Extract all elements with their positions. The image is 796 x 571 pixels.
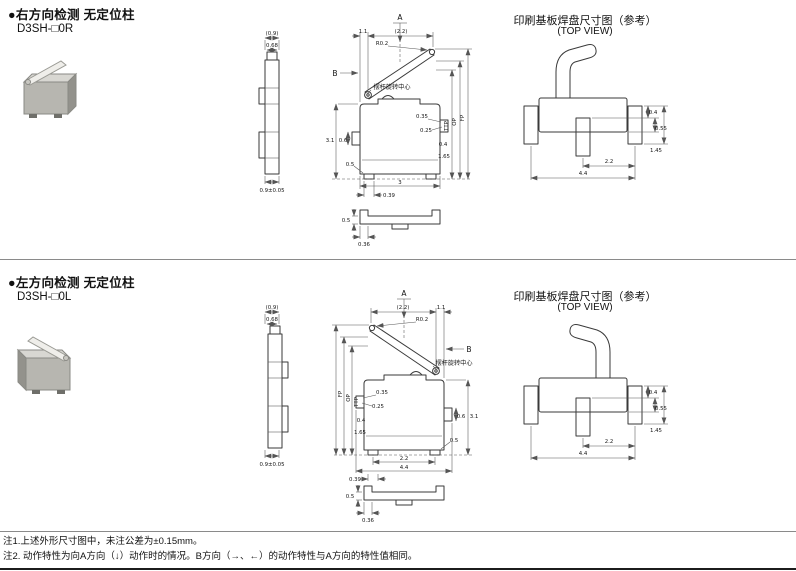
pad-layout-subtitle: (TOP VIEW) — [557, 26, 613, 37]
dim-op: OP — [452, 118, 458, 126]
front-view-drawing: A B 1.1 (2.2) R0.2 摆杆旋转中心 TTP OP FP 0.35… — [326, 13, 472, 248]
dim-pad-step: 0.55 — [655, 126, 667, 132]
dim-pad-span: 4.4 — [579, 451, 588, 457]
dim-fp: FP — [460, 114, 466, 121]
pivot-center-label: 摆杆旋转中心 — [435, 359, 472, 367]
dim-bottom-hook-width: 0.36 — [358, 242, 371, 248]
dim-tab-height: 1.65 — [438, 154, 450, 160]
dim-bottom-thickness: 0.5 — [342, 218, 351, 224]
dim-pad-span: 4.4 — [579, 171, 588, 177]
section-title: ●右方向检测 无定位柱 — [8, 8, 135, 22]
front-view-art — [332, 22, 472, 240]
dim-foot-width: 0.39 — [349, 477, 362, 483]
dim-foot-width: 0.39 — [383, 193, 396, 199]
dim-ttp: TTP — [354, 396, 360, 407]
product-photo — [16, 336, 72, 394]
dim-pad-height: 1.45 — [650, 148, 662, 154]
notes-divider — [0, 531, 796, 532]
pad-layout-title: 印刷基板焊盘尺寸图（参考） — [513, 291, 657, 303]
dim-pad-pitch: 2.2 — [605, 159, 614, 165]
dim-foot-offset: 0.5 — [450, 438, 459, 444]
side-view-dimension-lines — [264, 309, 280, 459]
dim-terminal-lower: 0.25 — [372, 404, 384, 410]
dim-pad-pitch: 2.2 — [605, 439, 614, 445]
pad-layout-dimension-lines — [530, 105, 668, 181]
dim-pivot-offset: 1.1 — [437, 305, 446, 311]
dim-bottom-thickness: 0.5 — [346, 494, 355, 500]
dim-op: OP — [346, 394, 352, 402]
dim-pivot-offset: 1.1 — [359, 29, 368, 35]
dim-terminal-width: 0.6 — [339, 138, 348, 144]
section-right-detection: ●右方向检测 无定位柱 D3SH-□0R — [0, 0, 796, 258]
dim-side-base-width: 0.9±0.05 — [259, 462, 284, 468]
direction-a-label: A — [397, 13, 403, 22]
pad-layout-dimension-lines — [530, 385, 668, 461]
model-number: D3SH-□0L — [17, 291, 72, 303]
dim-side-upper-width: 0.68 — [266, 43, 279, 49]
dim-fp: FP — [338, 390, 344, 397]
side-view-dimension-lines — [264, 35, 280, 185]
side-view-drawing: (0.9) 0.68 0.9±0.05 — [259, 305, 289, 468]
front-view-extra-dimension-lines — [355, 410, 453, 516]
dim-tip-radius: R0.2 — [376, 41, 388, 47]
page-bottom-rule — [0, 568, 796, 570]
direction-b-label: B — [332, 69, 337, 78]
pad-layout-title: 印刷基板焊盘尺寸图（参考） — [513, 15, 657, 27]
section-title: ●左方向检测 无定位柱 — [8, 276, 135, 290]
dim-foot-offset: 0.5 — [346, 162, 355, 168]
pad-layout-art — [523, 44, 643, 157]
dim-side-base-width: 0.9±0.05 — [259, 188, 284, 194]
dim-terminal-upper: 0.35 — [376, 390, 388, 396]
dim-side-width: (0.9) — [266, 305, 279, 311]
dim-side-width: (0.9) — [266, 31, 279, 37]
side-view-drawing: (0.9) 0.68 0.9±0.05 — [258, 31, 285, 194]
direction-a-label: A — [401, 289, 407, 298]
dim-side-upper-width: 0.68 — [266, 317, 279, 323]
dim-terminal-lower: 0.25 — [420, 128, 432, 134]
dim-tab-offset: 0.4 — [439, 142, 448, 148]
dim-terminal-width: 0.6 — [457, 414, 466, 420]
dim-lever-length: (2.2) — [395, 29, 408, 35]
dim-height: 3.1 — [326, 138, 335, 144]
product-photo-art — [16, 336, 72, 394]
product-photo — [22, 60, 78, 118]
model-number: D3SH-□0R — [17, 23, 74, 35]
footnote-1: 注1.上述外形尺寸图中，未注公差为±0.15mm。 — [3, 536, 203, 547]
footnotes: 注1.上述外形尺寸图中，未注公差为±0.15mm。 注2. 动作特性为向A方向（… — [3, 535, 417, 564]
front-view-art — [332, 298, 472, 506]
section-left-detection: ●左方向检测 无定位柱 D3SH-□0L — [0, 262, 796, 531]
pad-layout-drawing: 0.4 0.55 1.45 2.2 4.4 — [523, 324, 668, 461]
dim-lever-length: (2.2) — [397, 305, 410, 311]
front-view-drawing: A B 1.1 (2.2) R0.2 摆杆旋转中心 TTP OP FP 0.35… — [332, 289, 479, 524]
dim-pad-step: 0.55 — [655, 406, 667, 412]
pad-layout-subtitle: (TOP VIEW) — [557, 302, 613, 313]
pivot-center-label: 摆杆旋转中心 — [373, 83, 410, 91]
dim-tab-offset: 0.4 — [357, 418, 366, 424]
dim-pad-height: 1.45 — [650, 428, 662, 434]
dim-terminal-pitch: 2.2 — [400, 456, 409, 462]
pad-layout-drawing: 0.4 0.55 1.45 2.2 4.4 — [523, 44, 668, 181]
pad-layout-art — [523, 324, 643, 437]
dim-pad-offset: 0.4 — [649, 110, 658, 116]
side-view-art — [258, 51, 280, 175]
product-photo-art — [22, 60, 78, 118]
footnote-2: 注2. 动作特性为向A方向（↓）动作时的情况。B方向（→、←）的动作特性与A方向… — [3, 550, 418, 562]
side-view-art — [267, 325, 289, 449]
dim-tab-height: 1.65 — [354, 430, 366, 436]
dim-bottom-hook-width: 0.36 — [362, 518, 375, 524]
dim-height: 3.1 — [470, 414, 479, 420]
dim-pad-offset: 0.4 — [649, 390, 658, 396]
dim-ttp: TTP — [444, 120, 450, 131]
dim-terminal-upper: 0.35 — [416, 114, 428, 120]
direction-b-label: B — [466, 345, 471, 354]
dim-tip-radius: R0.2 — [416, 317, 428, 323]
dim-body-width: 3 — [398, 180, 401, 186]
section-divider — [0, 259, 796, 260]
dim-terminal-span: 4.4 — [400, 465, 409, 471]
